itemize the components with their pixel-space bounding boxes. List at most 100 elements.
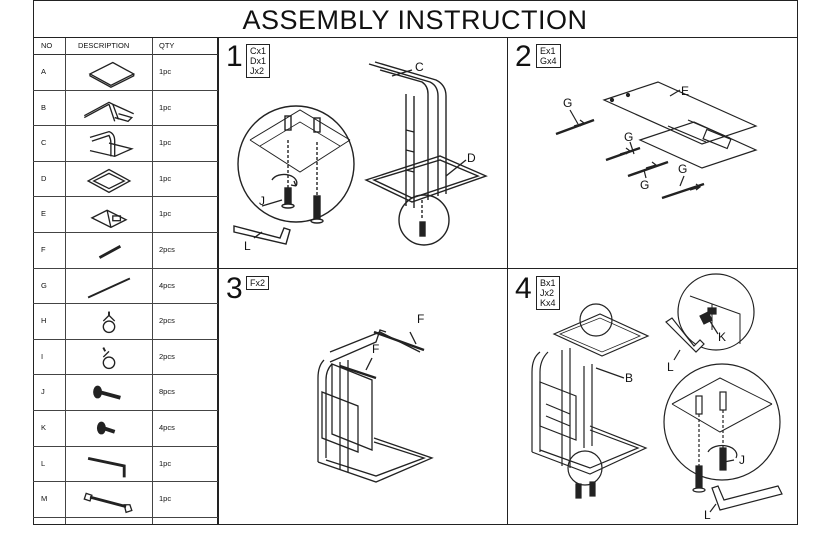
step-2-parts-box: Ex1 Gx4 <box>536 44 561 68</box>
step-4-label-l: L <box>704 508 711 522</box>
short-bolt-icon <box>96 421 116 435</box>
step-4-parts-box: Bx1 Jx2 Kx4 <box>536 276 560 310</box>
column-divider-1 <box>65 38 66 524</box>
step-3-number: 3 <box>226 272 243 305</box>
step-2-part: Ex1 <box>540 46 556 56</box>
step-1-parts-box: Cx1 Dx1 Jx2 <box>246 44 271 78</box>
sheet-border <box>33 0 798 525</box>
base-frame-icon <box>86 168 132 193</box>
step-2-label-g: G <box>640 178 650 192</box>
part-qty: 4pcs <box>159 423 175 432</box>
part-no: A <box>41 67 47 76</box>
part-no: C <box>41 138 47 148</box>
part-no: D <box>41 173 47 183</box>
long-rod-icon <box>87 277 131 298</box>
frame-c-icon <box>89 131 134 158</box>
parts-row-l: L 1pc <box>33 446 218 483</box>
top-panel-icon <box>88 61 136 89</box>
parts-row-d: D 1pc <box>33 161 218 198</box>
step-1-part: Cx1 <box>250 46 267 56</box>
step-2-label-e: E <box>681 84 690 98</box>
part-qty: 1pc <box>159 138 172 148</box>
step-4-label-k: K <box>718 330 727 344</box>
step-1-number: 1 <box>226 40 243 73</box>
step-2-label-g: G <box>563 96 573 110</box>
part-qty: 2pcs <box>159 316 175 326</box>
step-4-part: Kx4 <box>540 298 556 308</box>
allen-key-icon <box>87 456 126 477</box>
parts-row-c: C 1pc <box>33 125 218 162</box>
parts-row-k: K 4pcs <box>33 410 218 447</box>
step-3-label-f: F <box>372 342 380 356</box>
panel-divider-vertical-1 <box>218 37 219 525</box>
step-4-part: Jx2 <box>540 288 555 298</box>
part-qty: 1pc <box>159 209 172 219</box>
part-no: G <box>41 280 47 290</box>
part-no: F <box>41 245 46 254</box>
part-no: J <box>41 387 45 397</box>
frame-b-icon <box>83 101 134 122</box>
part-qty: 1pc <box>159 173 172 183</box>
part-qty: 2pcs <box>159 351 175 361</box>
part-qty: 1pc <box>159 494 172 504</box>
parts-row-b: B 1pc <box>33 90 218 127</box>
step-1-part: Dx1 <box>250 56 267 66</box>
parts-row-h: H 2pcs <box>33 303 218 340</box>
step-3-part: Fx2 <box>250 278 266 288</box>
parts-row-g: G 4pcs <box>33 268 218 305</box>
step-1-part: Jx2 <box>250 66 265 76</box>
step-1-label-c: C <box>415 60 424 74</box>
header-no: NO <box>41 41 53 50</box>
step-1-label-d: D <box>467 151 476 165</box>
header-qty: QTY <box>159 41 175 50</box>
short-rod-icon <box>98 244 122 259</box>
part-no: K <box>41 423 47 432</box>
parts-table-header: NO DESCRIPTION QTY <box>33 38 218 55</box>
page-title: ASSEMBLY INSTRUCTION <box>242 5 588 35</box>
step-4-label-b: B <box>625 371 634 385</box>
part-qty: 4pcs <box>159 280 175 290</box>
step-1-label-j: J <box>259 194 265 208</box>
part-no: M <box>41 494 48 504</box>
part-no: L <box>41 458 46 468</box>
part-qty: 8pcs <box>159 387 175 397</box>
panel-divider-vertical-2 <box>507 37 508 525</box>
wrench-icon <box>83 492 133 514</box>
part-no: I <box>41 351 44 361</box>
step-3-parts-box: Fx2 <box>246 276 270 290</box>
step-1-label-l: L <box>244 239 251 253</box>
part-no: H <box>41 316 47 326</box>
step-2-label-g: G <box>678 162 688 176</box>
part-qty: 2pcs <box>159 245 175 254</box>
magazine-rack-icon <box>90 209 128 229</box>
parts-row-m: M 1pc <box>33 481 218 518</box>
part-qty: 1pc <box>159 458 172 468</box>
parts-row-e: E 1pc <box>33 196 218 233</box>
step-2-number: 2 <box>515 40 532 73</box>
part-qty: 1pc <box>159 102 172 112</box>
parts-row-i: I 2pcs <box>33 339 218 376</box>
column-divider-2 <box>152 38 153 524</box>
step-2-part: Gx4 <box>540 56 557 66</box>
step-4-label-l: L <box>667 360 674 374</box>
step-4-label-j: J <box>739 453 745 467</box>
part-no: E <box>41 209 47 219</box>
header-description: DESCRIPTION <box>78 41 130 50</box>
long-bolt-icon <box>93 386 121 400</box>
parts-row-j: J 8pcs <box>33 374 218 411</box>
parts-row-f: F 2pcs <box>33 232 218 269</box>
step-2-label-g: G <box>624 130 634 144</box>
step-3-label-f: F <box>417 312 425 326</box>
step-4-part: Bx1 <box>540 278 556 288</box>
clip-i-icon <box>102 346 116 369</box>
panel-divider-horizontal <box>218 268 798 269</box>
part-no: B <box>41 102 47 112</box>
step-4-number: 4 <box>515 272 532 305</box>
